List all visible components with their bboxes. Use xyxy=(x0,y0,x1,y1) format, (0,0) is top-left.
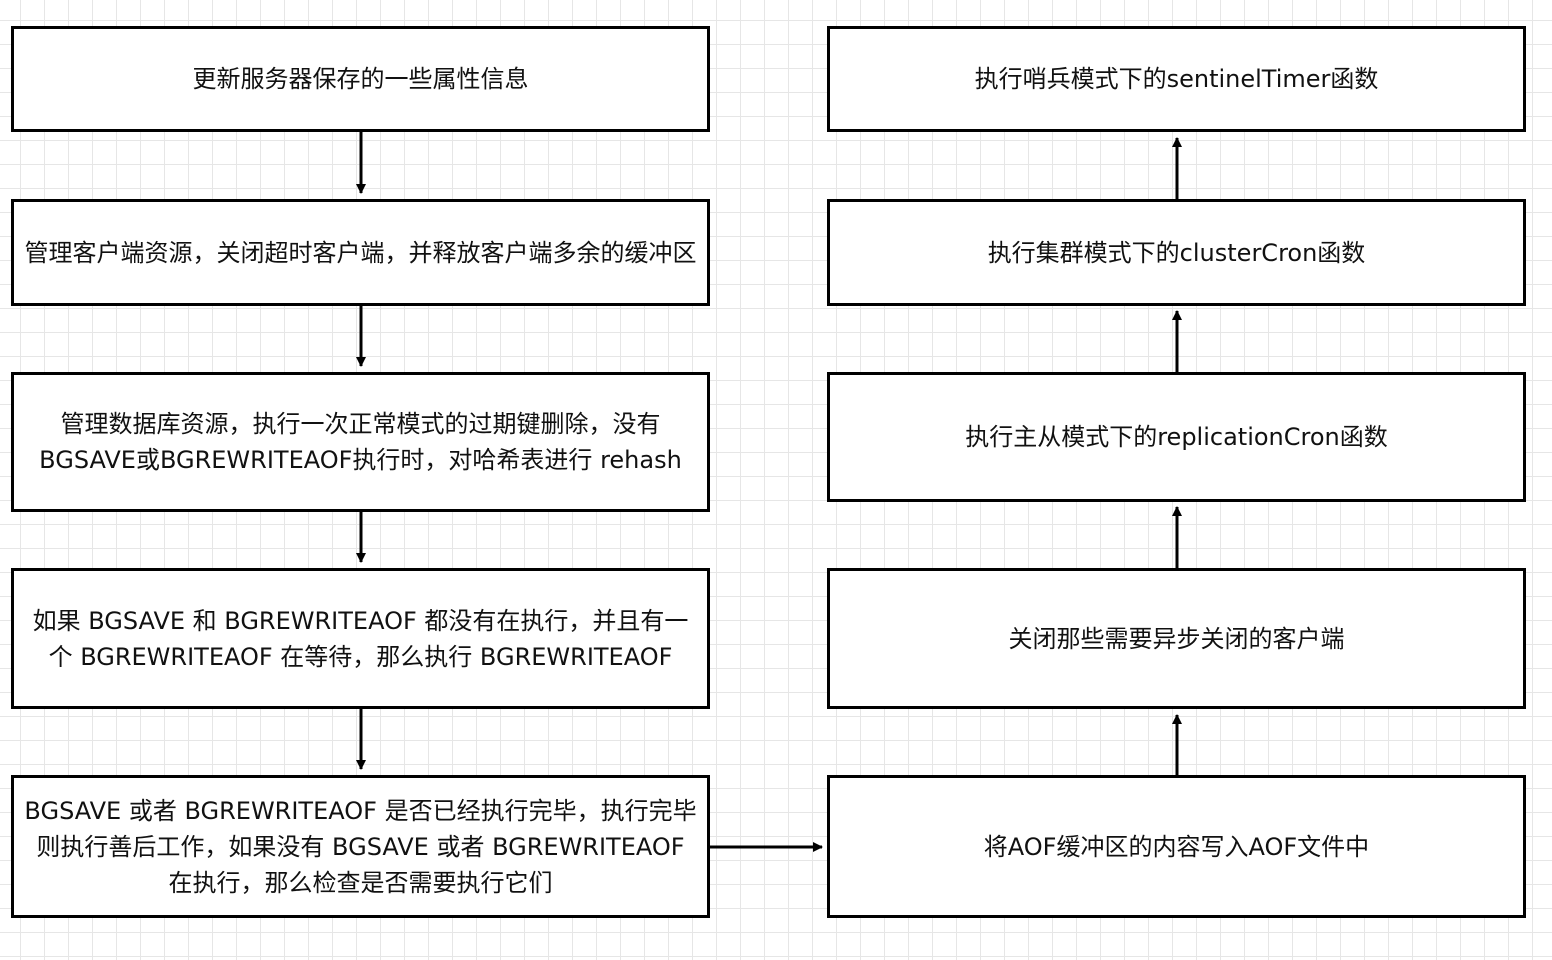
step-label: 执行哨兵模式下的sentinelTimer函数 xyxy=(974,65,1379,93)
step-label: BGSAVE 或者 BGREWRITEAOF 是否已经执行完毕，执行完毕则执行善… xyxy=(24,796,697,897)
step-label: 管理客户端资源，关闭超时客户端，并释放客户端多余的缓冲区 xyxy=(24,238,697,267)
step-label: 如果 BGSAVE 和 BGREWRITEAOF 都没有在执行，并且有一个 BG… xyxy=(32,606,689,671)
step-manage-database-resources[interactable]: 管理数据库资源，执行一次正常模式的过期键删除，没有BGSAVE或BGREWRIT… xyxy=(11,372,710,512)
step-label: 将AOF缓冲区的内容写入AOF文件中 xyxy=(983,832,1370,861)
step-cluster-cron[interactable]: 执行集群模式下的clusterCron函数 xyxy=(827,199,1526,306)
step-manage-client-resources[interactable]: 管理客户端资源，关闭超时客户端，并释放客户端多余的缓冲区 xyxy=(11,199,710,306)
step-update-server-properties[interactable]: 更新服务器保存的一些属性信息 xyxy=(11,26,710,132)
step-label: 关闭那些需要异步关闭的客户端 xyxy=(1008,624,1345,653)
step-run-pending-bgrewriteaof[interactable]: 如果 BGSAVE 和 BGREWRITEAOF 都没有在执行，并且有一个 BG… xyxy=(11,568,710,709)
step-replication-cron[interactable]: 执行主从模式下的replicationCron函数 xyxy=(827,372,1526,502)
step-label: 执行集群模式下的clusterCron函数 xyxy=(987,238,1366,267)
step-label: 管理数据库资源，执行一次正常模式的过期键删除，没有BGSAVE或BGREWRIT… xyxy=(39,410,682,474)
step-sentinel-timer[interactable]: 执行哨兵模式下的sentinelTimer函数 xyxy=(827,26,1526,132)
step-check-background-jobs[interactable]: BGSAVE 或者 BGREWRITEAOF 是否已经执行完毕，执行完毕则执行善… xyxy=(11,775,710,918)
step-label: 执行主从模式下的replicationCron函数 xyxy=(965,423,1388,451)
step-close-async-clients[interactable]: 关闭那些需要异步关闭的客户端 xyxy=(827,568,1526,709)
step-flush-aof-buffer[interactable]: 将AOF缓冲区的内容写入AOF文件中 xyxy=(827,775,1526,918)
step-label: 更新服务器保存的一些属性信息 xyxy=(192,65,529,93)
